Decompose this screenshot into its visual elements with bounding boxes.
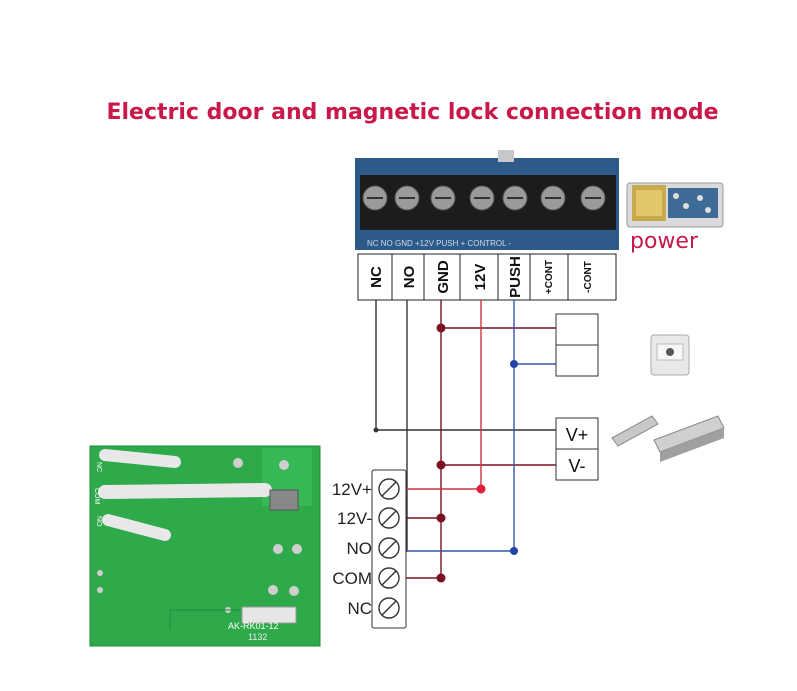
relay-board: NC COM NO AK-RK01-12 1132 [89, 445, 321, 647]
controller-label-strip: NC NO GND 12V PUSH +CONT -CONT [357, 253, 617, 301]
terminal-label: +CONT [544, 260, 555, 294]
junction-dot [436, 513, 446, 523]
relay-trace-nc [99, 449, 181, 468]
power-supply [626, 182, 724, 228]
relay-terminal-label: NO [347, 539, 373, 558]
label-vplus: V+ [566, 425, 589, 445]
relay-terminal-block [371, 469, 407, 629]
junction-dot [436, 460, 446, 470]
terminal-label: 12V [472, 264, 489, 291]
terminal-label: -CONT [583, 261, 594, 293]
board-code: 1132 [248, 632, 267, 642]
terminal-label: PUSH [507, 256, 524, 298]
connector-pin [498, 150, 514, 162]
junction-dot [373, 427, 379, 433]
relay-terminal-label: 12V- [337, 509, 372, 528]
terminal-label: NC [368, 266, 385, 288]
relay-component [269, 489, 299, 511]
relay-terminal-label: 12V+ [332, 480, 372, 499]
relay-terminal-label: COM [332, 569, 372, 588]
wire-push [407, 300, 515, 552]
junction-dot [476, 484, 486, 494]
pin-label-com: COM [93, 488, 100, 505]
terminal-label: GND [435, 260, 452, 294]
relay-trace-no [102, 514, 171, 541]
label-vminus: V- [568, 456, 585, 476]
power-label: power [630, 229, 698, 254]
power-pcb [668, 188, 718, 218]
wire-nc-to-vplus [375, 300, 556, 431]
junctions [373, 323, 518, 583]
junction-dot [436, 573, 446, 583]
relay-terminal-label: NC [347, 599, 372, 618]
relay-trace-com [98, 483, 272, 499]
exit-button-icon [650, 334, 690, 376]
magnetic-lock-icon [611, 415, 725, 462]
diagram-title: Electric door and magnetic lock connecti… [106, 100, 719, 125]
lock-terminals: V+ V- [555, 417, 599, 481]
terminal-label: NO [401, 265, 418, 288]
pin-label-nc: NC [95, 462, 102, 472]
pcb-legend: NC NO GND +12V PUSH + CONTROL - [367, 239, 512, 248]
board-model: AK-RK01-12 [228, 621, 279, 631]
junction-dot [510, 547, 518, 555]
junction-dot [510, 360, 518, 368]
exit-button-terminals [555, 313, 599, 377]
pin-label-no: NO [95, 516, 102, 527]
controller-terminal-block: NC NO GND +12V PUSH + CONTROL - [355, 150, 619, 250]
junction-dot [436, 323, 446, 333]
